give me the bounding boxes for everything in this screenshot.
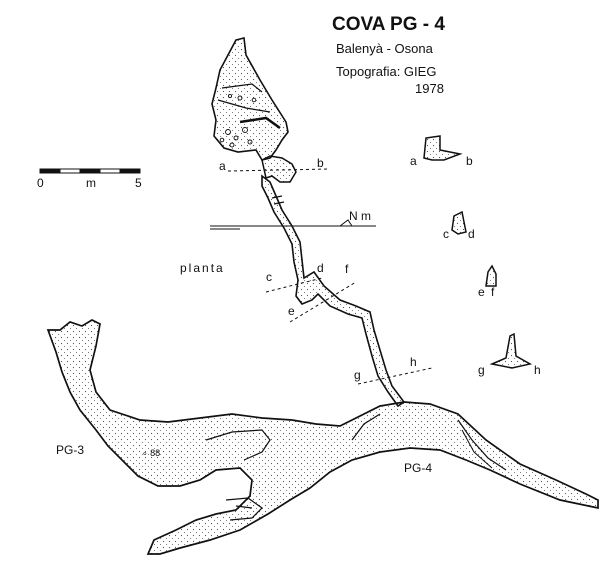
scale-label-end: 5 [135, 176, 142, 190]
boulders [219, 93, 257, 148]
cave-label-pg4: PG-4 [404, 461, 433, 475]
section-letter-h: h [410, 355, 417, 369]
xsec-letter-e: e [478, 285, 485, 299]
north-arrow [210, 219, 376, 230]
wall-step [239, 116, 281, 130]
step-mark [273, 201, 285, 205]
section-letter-c: c [266, 270, 272, 284]
section-lines [227, 168, 433, 385]
section-letter-g: g [354, 368, 361, 382]
section-letter-e: e [288, 304, 295, 318]
ledge-line [235, 505, 253, 509]
cross-section-gh [489, 332, 533, 369]
xsec-letter-f: f [491, 285, 495, 299]
section-letter-b: b [317, 156, 324, 170]
cross-section-ab [423, 135, 463, 161]
ledge-line [217, 99, 271, 113]
section-letter-d: d [317, 261, 324, 275]
main-passage [261, 174, 406, 408]
scale-label-unit: m [86, 176, 96, 190]
xsec-letter-b: b [466, 154, 473, 168]
section-letter-f: f [345, 262, 349, 276]
ledge-line [205, 429, 271, 461]
north-label: N m [349, 209, 371, 223]
location-label: Balenyà - Osona [336, 41, 433, 56]
ledge-line [351, 413, 381, 441]
xsec-letter-c: c [443, 227, 449, 241]
section-letter-a: a [219, 159, 226, 173]
rock-mark: ∘ 88 [142, 448, 160, 458]
cave-label-pg3: PG-3 [56, 443, 85, 457]
xsec-letter-d: d [468, 227, 475, 241]
xsec-letter-g: g [478, 363, 485, 377]
ledge-line [225, 497, 263, 521]
scale-bar [39, 168, 141, 174]
step-mark [271, 195, 283, 199]
side-chamber [261, 155, 297, 183]
map-title: COVA PG - 4 [332, 14, 445, 35]
plan-label: planta [180, 261, 225, 275]
survey-credit: Topografia: GIEG [336, 64, 437, 79]
xsec-letter-h: h [534, 363, 541, 377]
xsec-letter-a: a [410, 154, 417, 168]
cross-section-ef [485, 264, 497, 287]
survey-year: 1978 [415, 81, 444, 96]
ledge-line [221, 83, 263, 93]
ledge-line [461, 429, 493, 469]
scale-label-start: 0 [37, 176, 44, 190]
lower-cave [46, 319, 599, 555]
cross-section-cd [451, 210, 467, 235]
ledge-line [457, 419, 507, 471]
